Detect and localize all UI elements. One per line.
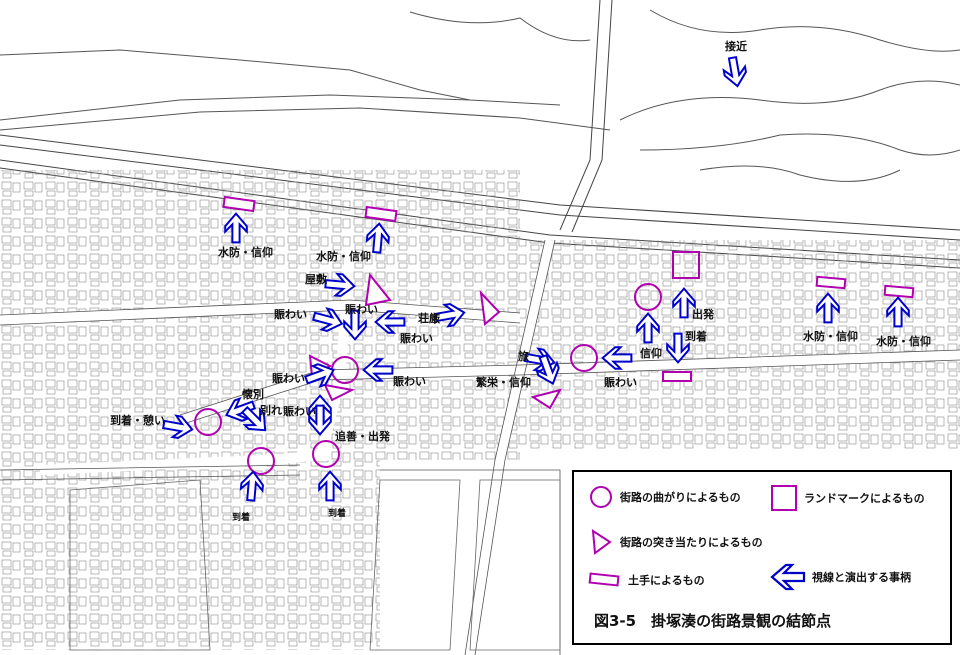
label-shinko: 信仰	[640, 346, 662, 360]
curve-markers	[194, 283, 662, 475]
landmark-marker	[672, 251, 700, 279]
label-suibo-shinko-4: 水防・信仰	[876, 334, 931, 348]
sightline-arrow-icon	[770, 563, 806, 591]
legend-curve-label: 街路の曲がりによるもの	[620, 491, 741, 504]
legend-embankment-label: 土手によるもの	[628, 574, 705, 587]
tjunction-markers	[308, 272, 563, 410]
curve-symbol-icon	[590, 486, 612, 508]
figure-title: 図3-5 掛塚湊の街路景観の結節点	[594, 612, 832, 630]
label-touchaku-1: 到着	[232, 511, 250, 523]
legend-sightline-label: 視線と演出する事柄	[812, 571, 911, 584]
map-labels: 接近 水防・信仰 水防・信仰 屋敷 賑わい 賑わい 賑わい 荘厳 賑わい 賑わい…	[110, 39, 931, 523]
label-approach: 接近	[725, 39, 747, 53]
label-yashiki: 屋敷	[305, 272, 328, 286]
legend-sightline: 視線と演出する事柄	[770, 562, 911, 592]
label-nigiwai-7: 賑わい	[604, 376, 637, 389]
label-suibo-shinko-2: 水防・信仰	[316, 249, 371, 263]
legend-landmark-label: ランドマークによるもの	[804, 492, 925, 505]
legend-curve: 街路の曲がりによるもの	[588, 484, 741, 510]
tjunction-symbol-icon	[591, 529, 612, 555]
label-nigiwai-5: 賑わい	[393, 375, 426, 388]
label-tabi: 旅	[518, 349, 529, 363]
label-touchaku-3: 到着	[685, 329, 707, 343]
label-nigiwai-3: 賑わい	[400, 332, 433, 345]
label-suibo-shinko-1: 水防・信仰	[218, 245, 273, 259]
label-touchaku-2: 到着	[328, 507, 346, 519]
legend-tjunction: 街路の突き当たりによるもの	[590, 528, 763, 556]
label-nigiwai-2: 賑わい	[345, 303, 378, 316]
legend-tjunction-label: 街路の突き当たりによるもの	[620, 536, 763, 549]
legend-embankment: 土手によるもの	[588, 572, 705, 588]
label-shoen: 荘厳	[418, 311, 441, 325]
embankment-symbol-icon	[588, 572, 620, 587]
river-banks	[0, 9, 960, 182]
farm-plots	[69, 479, 561, 651]
label-suibo-shinko-3: 水防・信仰	[803, 329, 858, 343]
label-nigiwai-6: 賑わい	[283, 405, 316, 418]
embankment-markers	[222, 195, 915, 382]
label-hanei-shinko: 繁栄・信仰	[475, 375, 531, 389]
label-tsuizen-shuppatsu: 追善・出発	[335, 429, 391, 443]
label-nigiwai-1: 賑わい	[274, 308, 307, 321]
label-shuppatsu: 出発	[692, 307, 715, 321]
landmark-symbol-icon	[771, 485, 797, 511]
label-nigiwai-4: 賑わい	[272, 372, 305, 385]
label-touchaku-ikoi: 到着・憩い	[110, 413, 165, 427]
label-wakare: 別れ	[259, 403, 282, 417]
label-kaibetsu: 懐別	[242, 387, 264, 401]
legend-landmark: ランドマークによるもの	[770, 484, 925, 512]
legend: 街路の曲がりによるもの ランドマークによるもの 街路の突き当たりによるもの 土手…	[572, 470, 952, 645]
